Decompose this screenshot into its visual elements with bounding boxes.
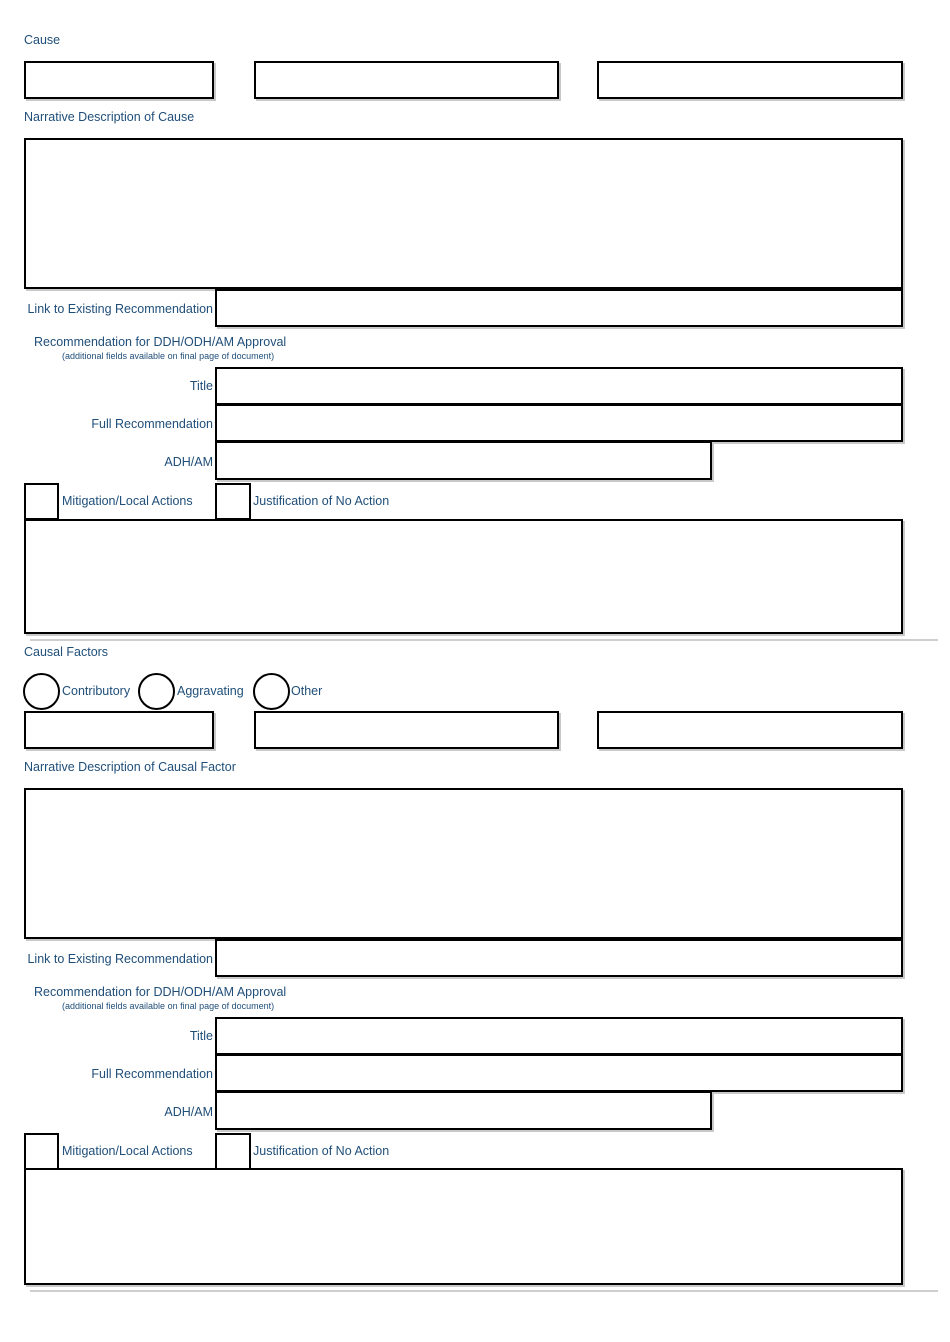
causal-factor-adh-am-label: ADH/AM [164, 1105, 213, 1119]
cause-title-input[interactable] [215, 367, 903, 405]
cause-justification-checkbox-label: Justification of No Action [253, 494, 390, 508]
cause-recommendation-subnote: (additional fields available on final pa… [62, 351, 275, 361]
cause-category-input-3[interactable] [597, 61, 903, 99]
cause-justification-checkbox[interactable] [215, 483, 251, 520]
causal-factor-title-input[interactable] [215, 1017, 903, 1055]
causal-factor-category-input-1[interactable] [24, 711, 214, 749]
causal-factor-mitigation-checkbox[interactable] [24, 1133, 59, 1170]
section-divider [30, 1290, 938, 1292]
causal-factor-other-radio[interactable] [253, 673, 290, 710]
cause-link-input[interactable] [215, 289, 903, 327]
causal-factor-other-radio-label: Other [291, 684, 323, 698]
causal-factor-full-recommendation-label: Full Recommendation [91, 1067, 213, 1081]
causal-factor-narrative-label: Narrative Description of Causal Factor [24, 760, 236, 774]
causal-factor-category-input-3[interactable] [597, 711, 903, 749]
causal-factor-title-field-label: Title [189, 1029, 213, 1043]
cause-adh-am-input[interactable] [215, 441, 712, 480]
causal-factor-recommendation-heading: Recommendation for DDH/ODH/AM Approval [34, 985, 287, 999]
causal-factor-recommendation-subnote: (additional fields available on final pa… [62, 1001, 275, 1011]
cause-narrative-label: Narrative Description of Cause [24, 110, 195, 124]
cause-full-recommendation-input[interactable] [215, 404, 903, 442]
causal-factor-actions-detail-textarea[interactable] [24, 1168, 903, 1285]
cause-mitigation-checkbox-label: Mitigation/Local Actions [62, 494, 193, 508]
causal-factors-section-title: Causal Factors [24, 645, 109, 659]
cause-title-field-label: Title [189, 379, 213, 393]
causal-factor-link-input[interactable] [215, 939, 903, 977]
causal-factor-narrative-textarea[interactable] [24, 788, 903, 939]
cause-mitigation-checkbox[interactable] [24, 483, 59, 520]
cause-actions-detail-textarea[interactable] [24, 519, 903, 634]
causal-factor-contributory-radio-label: Contributory [62, 684, 131, 698]
cause-full-recommendation-label: Full Recommendation [91, 417, 213, 431]
causal-factor-full-recommendation-input[interactable] [215, 1054, 903, 1092]
causal-factor-adh-am-input[interactable] [215, 1091, 712, 1130]
section-divider [30, 639, 938, 641]
cause-adh-am-label: ADH/AM [164, 455, 213, 469]
cause-recommendation-heading: Recommendation for DDH/ODH/AM Approval [34, 335, 287, 349]
cause-category-input-1[interactable] [24, 61, 214, 99]
cause-link-label: Link to Existing Recommendation [27, 302, 213, 316]
causal-factor-justification-checkbox-label: Justification of No Action [253, 1144, 390, 1158]
cause-section-title: Cause [24, 33, 61, 47]
causal-factor-category-input-2[interactable] [254, 711, 559, 749]
causal-factor-contributory-radio[interactable] [23, 673, 60, 710]
causal-factor-justification-checkbox[interactable] [215, 1133, 251, 1170]
causal-factor-mitigation-checkbox-label: Mitigation/Local Actions [62, 1144, 193, 1158]
causal-factor-link-label: Link to Existing Recommendation [27, 952, 213, 966]
cause-narrative-textarea[interactable] [24, 138, 903, 289]
cause-category-input-2[interactable] [254, 61, 559, 99]
causal-factor-aggravating-radio-label: Aggravating [177, 684, 244, 698]
causal-factor-aggravating-radio[interactable] [138, 673, 175, 710]
